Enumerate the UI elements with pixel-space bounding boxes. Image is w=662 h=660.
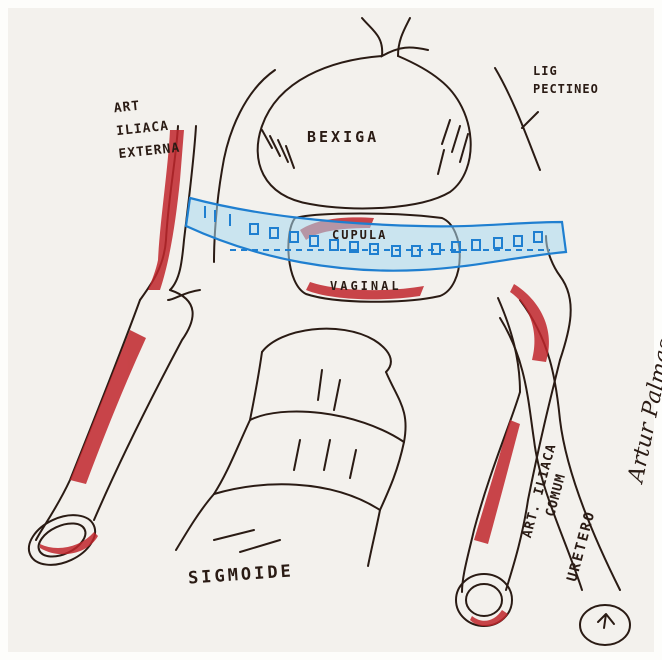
label-bexiga: BEXIGA — [307, 128, 379, 146]
label-vaginal: VAGINAL — [330, 279, 402, 293]
label-art-iliaca-externa: ART ILIACA EXTERNA — [113, 87, 220, 166]
label-lig-pectineo: LIG PECTINEO — [533, 62, 623, 98]
sigmoid-drawing — [176, 329, 406, 566]
label-lig-pectineo-line1: LIG — [533, 62, 623, 80]
label-cupula: CUPULA — [332, 228, 387, 242]
artery-shading — [40, 130, 549, 626]
label-lig-pectineo-line2: PECTINEO — [533, 80, 623, 98]
